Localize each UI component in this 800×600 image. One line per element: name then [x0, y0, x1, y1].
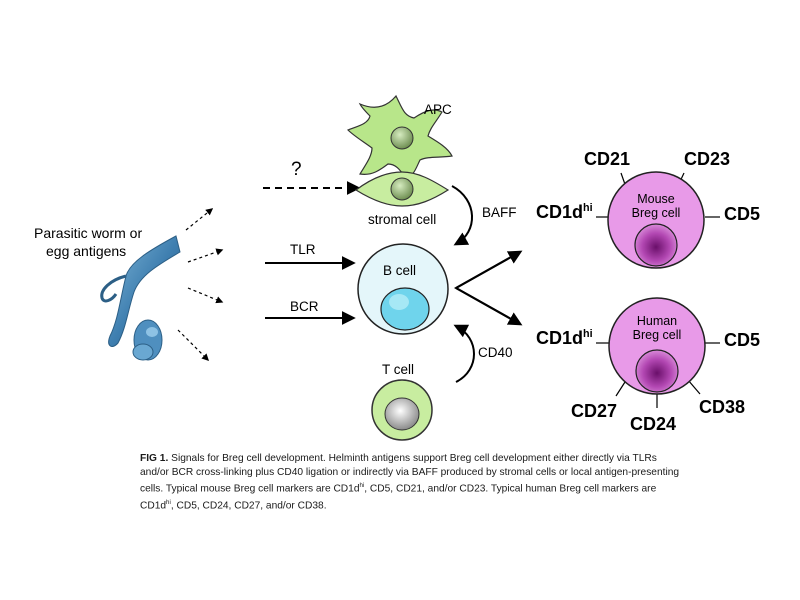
- bcr-label: BCR: [290, 299, 319, 314]
- mouse-breg-label: Mouse Breg cell: [626, 192, 686, 220]
- human-cd27-label: CD27: [571, 401, 618, 421]
- caption-text-2: , CD5, CD21, and/or CD23. Typical human …: [140, 483, 657, 512]
- cd40-arrow: [453, 324, 475, 383]
- mouse-breg-cell: [596, 171, 720, 269]
- antigen-signal-arrows: [177, 208, 224, 362]
- human-breg-cell: [596, 297, 720, 408]
- mouse-cd21-label: CD21: [584, 149, 631, 169]
- caption-text-1: Signals for Breg cell development. Helmi…: [140, 453, 680, 495]
- human-cd5-label: CD5: [724, 330, 761, 350]
- caption-sup-1: hi: [359, 482, 365, 490]
- parasite-egg-icon: [132, 319, 163, 361]
- mouse-breg-label-line-2: Breg cell: [631, 206, 681, 220]
- human-breg-label-line-2: Breg cell: [632, 328, 682, 342]
- b-cell-label: B cell: [383, 263, 417, 278]
- mouse-cd1d-text: CD1d: [536, 202, 584, 222]
- parasitic-worm-icon: [100, 235, 181, 347]
- worm-label-line-2: egg antigens: [46, 243, 127, 259]
- mouse-breg-label-line-1: Mouse: [637, 192, 675, 206]
- apc-cell: [346, 94, 453, 179]
- mouse-cd1d-sup: hi: [583, 202, 593, 214]
- b-cell: [357, 243, 449, 335]
- baff-arrow: [451, 185, 473, 246]
- worm-label-line-1: Parasitic worm or: [34, 225, 143, 241]
- human-breg-label-line-1: Human: [636, 314, 678, 328]
- stromal-cell: [354, 171, 450, 207]
- stromal-cell-label: stromal cell: [368, 212, 437, 227]
- human-cd24-label: CD24: [630, 414, 677, 434]
- question-mark: ?: [291, 159, 302, 180]
- human-cd1d-label: CD1dhi: [536, 328, 593, 349]
- t-cell-label: T cell: [382, 362, 415, 377]
- t-cell: [371, 379, 433, 441]
- mouse-cd5-label: CD5: [724, 204, 761, 224]
- mouse-cd23-label: CD23: [684, 149, 731, 169]
- worm-label: Parasitic worm or egg antigens: [34, 224, 142, 260]
- baff-label: BAFF: [482, 205, 517, 220]
- caption-text-3: , CD5, CD24, CD27, and/or CD38.: [170, 500, 327, 512]
- caption-label: FIG 1.: [140, 453, 169, 464]
- cd40-label: CD40: [478, 345, 513, 360]
- differentiation-arrows: [453, 250, 523, 326]
- figure-caption: FIG 1. Signals for Breg cell development…: [140, 452, 686, 513]
- mouse-cd1d-label: CD1dhi: [536, 202, 593, 223]
- tlr-label: TLR: [290, 242, 316, 257]
- human-cd1d-sup: hi: [583, 328, 593, 340]
- human-cd38-label: CD38: [699, 397, 746, 417]
- caption-sup-2: hi: [166, 499, 171, 507]
- human-cd1d-text: CD1d: [536, 328, 584, 348]
- human-breg-label: Human Breg cell: [627, 314, 687, 342]
- apc-label: APC: [424, 102, 452, 117]
